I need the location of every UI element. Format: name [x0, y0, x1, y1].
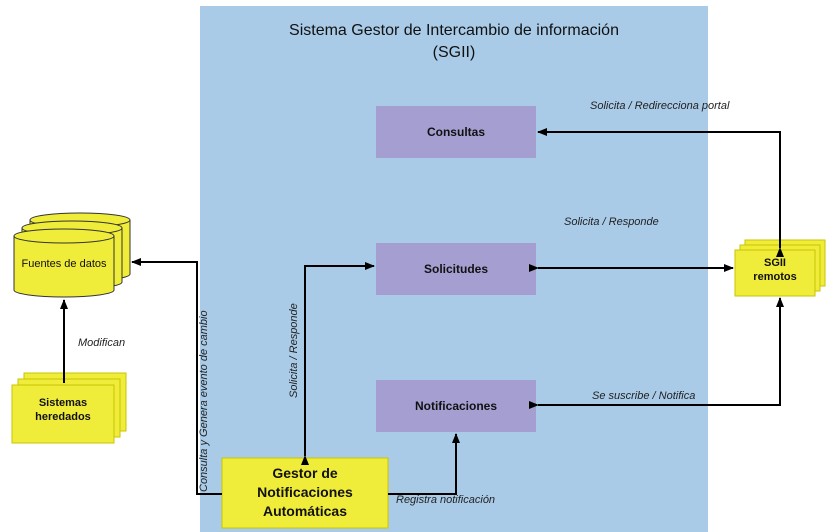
notificaciones-remotos-arrow	[529, 297, 784, 409]
edge-label-consulta-genera: Consulta y Genera evento de cambio	[198, 310, 210, 492]
diagram-title-abbrev: (SGII)	[432, 44, 476, 61]
edge-label-se-suscribe: Se suscribe / Notifica	[592, 390, 696, 402]
consultas-remotos-arrow	[537, 128, 784, 257]
edge-label-modifican: Modifican	[78, 337, 126, 349]
gestor-label-2: Notificaciones	[257, 484, 353, 500]
sgii-remotos-label-2: remotos	[753, 271, 797, 283]
sistemas-label-1: Sistemas	[38, 397, 88, 409]
diagram-title: Sistema Gestor de Intercambio de informa…	[289, 22, 619, 39]
gestor-notificaciones-arrow	[388, 433, 460, 495]
gestor-label-1: Gestor de	[272, 465, 338, 481]
fuentes-label: Fuentes de datos	[21, 258, 107, 270]
edge-label-solicita-responde-vertical: Solicita / Responde	[288, 303, 300, 398]
edge-label-solicita-redirecciona: Solicita / Redirecciona portal	[590, 100, 730, 112]
gestor-fuentes-arrow	[131, 258, 222, 495]
consultas-node: Consultas	[376, 106, 536, 158]
gestor-label-3: Automáticas	[262, 503, 348, 519]
solicitudes-node: Solicitudes	[376, 243, 536, 295]
sgii-remotos-label-1: SGII	[763, 257, 786, 269]
sistemas-label-2: heredados	[35, 411, 91, 423]
edge-label-solicita-responde: Solicita / Responde	[564, 216, 659, 228]
fuentes-de-datos-node	[13, 212, 131, 298]
notificaciones-node: Notificaciones	[376, 380, 536, 432]
sistemas-heredados-node	[11, 372, 127, 444]
gestor-solicitudes-arrow	[301, 262, 375, 465]
edge-label-registra: Registra notificación	[396, 494, 496, 506]
